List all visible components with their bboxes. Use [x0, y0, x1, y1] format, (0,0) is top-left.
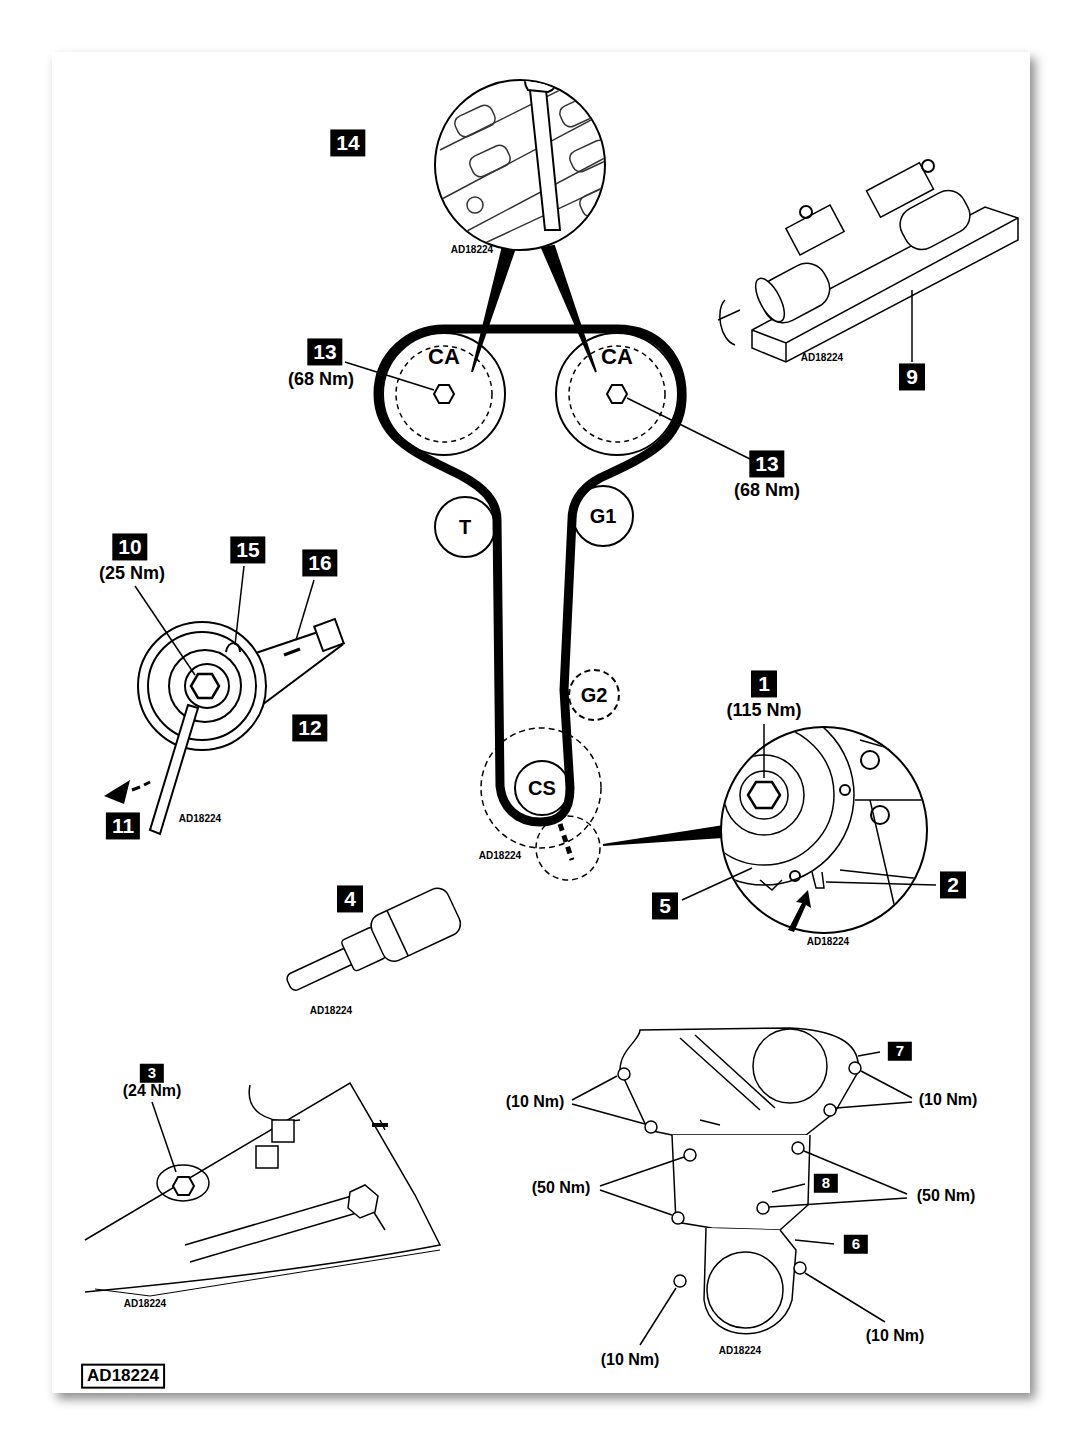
callout-number: 16 [302, 549, 337, 576]
pulley-label: CA [428, 344, 460, 370]
torque-value: (25 Nm) [99, 564, 165, 584]
pulley-label: G1 [590, 505, 617, 528]
pulley-circle: CA [382, 332, 506, 456]
torque-value: (68 Nm) [288, 370, 354, 390]
callout-number: 1 [751, 670, 777, 697]
torque-value: (10 Nm) [919, 1091, 978, 1109]
callout-number: 7 [888, 1042, 912, 1061]
callout-number: 13 [307, 338, 342, 365]
figure-reference: AD18224 [801, 352, 843, 363]
callout-number: 9 [899, 363, 925, 390]
pulley-label: CA [601, 344, 633, 370]
pulley-circle: G2 [568, 669, 620, 721]
pulley-circle: G1 [572, 485, 634, 547]
callout-number: 2 [940, 871, 966, 898]
callout-number: 4 [337, 885, 363, 912]
pulley-circle: CA [555, 332, 679, 456]
torque-value: (24 Nm) [123, 1082, 182, 1100]
callout-number: 8 [814, 1174, 838, 1193]
callout-number: 5 [652, 892, 678, 919]
callout-number: 11 [106, 812, 140, 839]
figure-reference: AD18224 [310, 1005, 352, 1016]
torque-value: (68 Nm) [734, 481, 800, 501]
callout-number: 10 [112, 533, 147, 560]
figure-reference: AD18224 [479, 850, 521, 861]
callout-number: 13 [749, 450, 784, 477]
torque-value: (10 Nm) [866, 1327, 925, 1345]
figure-reference: AD18224 [719, 1345, 761, 1356]
callout-number: 12 [292, 714, 327, 741]
figure-reference: AD18224 [807, 936, 849, 947]
callout-number: 15 [230, 536, 265, 563]
torque-value: (50 Nm) [917, 1187, 976, 1205]
figure-reference: AD18224 [124, 1298, 166, 1309]
torque-value: (10 Nm) [601, 1351, 660, 1369]
pulley-circle: T [434, 496, 496, 558]
pulley-label: G2 [581, 684, 608, 707]
figure-reference: AD18224 [451, 244, 493, 255]
pulley-label: T [459, 516, 471, 539]
callout-number: 6 [844, 1235, 868, 1254]
callout-number: 14 [330, 129, 365, 156]
torque-value: (50 Nm) [532, 1179, 591, 1197]
figure-reference: AD18224 [179, 813, 221, 824]
callout-number: 3 [140, 1064, 164, 1083]
torque-value: (10 Nm) [506, 1093, 565, 1111]
figure-reference: AD18224 [81, 1364, 165, 1389]
pulley-circle: CS [514, 760, 570, 816]
torque-value: (115 Nm) [726, 701, 801, 721]
pulley-label: CS [528, 777, 556, 800]
